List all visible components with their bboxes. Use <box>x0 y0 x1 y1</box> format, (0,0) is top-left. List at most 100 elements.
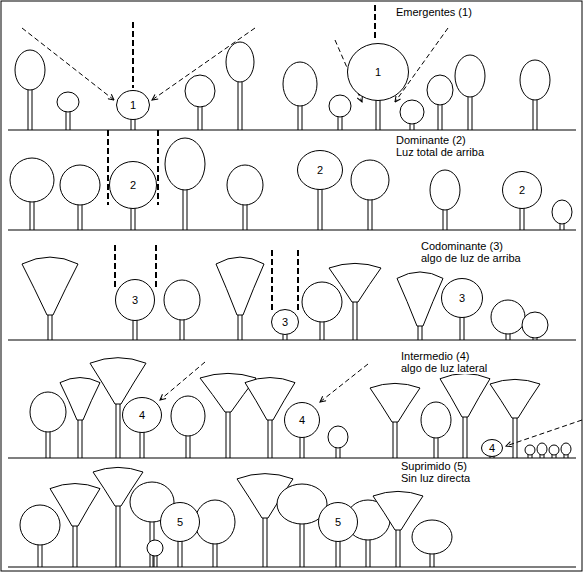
light-ray <box>132 22 134 88</box>
callout-number: 5 <box>177 517 183 528</box>
callout-number: 2 <box>317 165 323 176</box>
class-label: algo de luz lateral <box>400 362 488 374</box>
tree-trunk <box>336 538 340 567</box>
tree-crown: 5 <box>160 502 200 542</box>
light-ray <box>271 250 273 312</box>
tree <box>549 445 559 458</box>
tree-crown: 3 <box>271 309 299 335</box>
tree <box>237 474 293 567</box>
light-ray <box>107 130 109 205</box>
tree <box>60 165 100 230</box>
tree <box>400 100 424 130</box>
light-ray <box>157 130 159 205</box>
callout-number: 3 <box>132 295 138 306</box>
tree <box>329 95 351 130</box>
callout-number: 1 <box>375 67 381 78</box>
ground-line <box>8 566 576 567</box>
tree-crown: 2 <box>109 161 157 209</box>
tree <box>328 426 348 458</box>
class-label: Intermedio (4) <box>400 350 470 362</box>
tree <box>421 402 451 458</box>
light-ray <box>152 28 255 100</box>
tree-crown: 4 <box>284 402 320 438</box>
tree <box>302 282 342 340</box>
tree <box>164 280 200 340</box>
tree <box>370 383 420 458</box>
tree <box>216 257 264 340</box>
tree <box>171 396 205 458</box>
tree <box>50 484 100 567</box>
class-label: Suprimido (5) <box>400 460 468 472</box>
class-label: Codominante (3) <box>420 240 504 252</box>
callout-number: 3 <box>282 317 288 328</box>
tree-crown: 4 <box>122 397 162 433</box>
callout-number: 3 <box>459 293 465 304</box>
tree <box>520 60 550 130</box>
callout-number: 5 <box>335 517 341 528</box>
tree <box>195 500 235 567</box>
tree <box>57 92 79 130</box>
callout-number: 4 <box>139 410 145 421</box>
tree <box>10 158 54 230</box>
tree <box>20 505 60 567</box>
ground-line <box>8 229 576 230</box>
tree <box>351 160 389 230</box>
class-label: Dominante (2) <box>395 134 467 146</box>
tree <box>22 257 78 340</box>
class-label: Luz total de arriba <box>395 146 485 158</box>
light-ray <box>160 362 205 400</box>
tree <box>561 443 571 458</box>
tree-crown: 4 <box>481 439 503 457</box>
class-label: algo de luz de arriba <box>420 252 522 264</box>
tree-trunk <box>318 186 322 230</box>
tree <box>15 50 45 130</box>
tree <box>227 165 263 230</box>
callout-number: 2 <box>130 180 136 191</box>
tree <box>412 520 452 567</box>
tree <box>525 445 535 458</box>
callout-number: 1 <box>130 100 136 111</box>
tree <box>537 443 547 458</box>
tree-crown: 3 <box>441 278 483 318</box>
light-ray <box>320 364 368 402</box>
tree <box>283 62 317 130</box>
callout-number: 2 <box>519 185 525 196</box>
tree <box>147 540 163 567</box>
tree <box>329 263 381 340</box>
tree <box>93 467 143 567</box>
tree <box>185 75 215 130</box>
tree <box>455 55 485 130</box>
tree <box>165 138 205 230</box>
ground-line <box>8 457 576 458</box>
tree <box>552 200 572 230</box>
light-ray <box>297 250 299 312</box>
class-label: Emergentes (1) <box>395 6 473 18</box>
tree <box>30 392 66 458</box>
tree <box>226 42 254 130</box>
tree-crown: 2 <box>502 171 542 209</box>
tree-crown: 3 <box>115 279 155 321</box>
callout-number: 4 <box>299 415 305 426</box>
tree-crown: 5 <box>318 502 358 542</box>
tree <box>491 300 525 340</box>
tree-crown: 1 <box>116 90 150 120</box>
tree-crown: 2 <box>297 150 343 190</box>
ground-line <box>8 129 576 130</box>
tree <box>427 75 453 130</box>
tree-trunk <box>140 429 144 458</box>
tree-crown: 1 <box>347 43 409 101</box>
class-label: Sin luz directa <box>400 472 471 484</box>
ground-line <box>8 339 576 340</box>
tree-trunk <box>376 97 380 130</box>
tree <box>430 170 460 230</box>
tree-trunk <box>178 538 182 567</box>
light-ray <box>506 420 582 446</box>
light-ray <box>114 245 116 290</box>
tree <box>397 272 443 340</box>
tree <box>522 312 548 340</box>
light-ray <box>374 5 376 40</box>
